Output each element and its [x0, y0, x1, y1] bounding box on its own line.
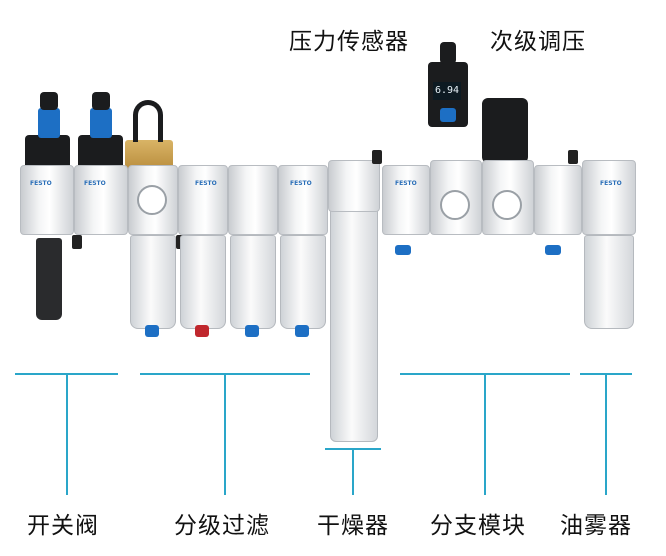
- gauge-icon: [137, 185, 167, 215]
- filter-bowl: [280, 235, 326, 329]
- gauge-icon: [440, 190, 470, 220]
- module: [382, 165, 430, 235]
- branch-port: [395, 245, 411, 255]
- branch-port: [545, 245, 561, 255]
- filter-bowl: [180, 235, 226, 329]
- sensor-button: [440, 108, 456, 122]
- callout-line: [66, 373, 68, 495]
- brand-logo: FESTO: [290, 180, 312, 187]
- brand-logo: FESTO: [395, 180, 417, 187]
- callout-line: [605, 373, 607, 495]
- label-secondary-regulator: 次级调压: [490, 29, 586, 55]
- label-lubricator: 油雾器: [560, 513, 632, 539]
- label-staged-filtration: 分级过滤: [174, 513, 270, 539]
- dryer-head: [328, 160, 380, 212]
- label-shutoff-valve: 开关阀: [27, 513, 99, 539]
- mounting-bracket: [568, 150, 578, 164]
- lubricator-bowl: [584, 235, 634, 329]
- dryer-tube: [330, 200, 378, 442]
- connector: [40, 92, 58, 110]
- module: [74, 165, 128, 235]
- module: [278, 165, 328, 235]
- module: [228, 165, 278, 235]
- brand-logo: FESTO: [30, 180, 52, 187]
- label-pressure-sensor: 压力传感器: [289, 29, 409, 55]
- drain-valve: [245, 325, 259, 337]
- valve-actuator: [25, 135, 70, 170]
- drain-valve: [295, 325, 309, 337]
- drain-valve: [195, 325, 209, 337]
- brand-logo: FESTO: [195, 180, 217, 187]
- module: [582, 160, 636, 235]
- callout-line: [352, 448, 354, 495]
- valve-coil: [90, 108, 112, 138]
- regulator-knob: [482, 98, 528, 163]
- silencer: [36, 238, 62, 320]
- module: [128, 165, 178, 235]
- mounting-bracket: [372, 150, 382, 164]
- mounting-bracket: [72, 235, 82, 249]
- connector: [92, 92, 110, 110]
- callout-line: [484, 373, 486, 495]
- drain-valve: [145, 325, 159, 337]
- brand-logo: FESTO: [600, 180, 622, 187]
- sensor-display: 6.94: [433, 82, 461, 100]
- sensor-connector: [440, 42, 456, 64]
- padlock-shackle: [133, 100, 163, 142]
- brand-logo: FESTO: [84, 180, 106, 187]
- module: [178, 165, 228, 235]
- module: [20, 165, 74, 235]
- valve-coil: [38, 108, 60, 138]
- label-branch-module: 分支模块: [430, 513, 526, 539]
- callout-line: [224, 373, 226, 495]
- label-dryer: 干燥器: [317, 513, 389, 539]
- filter-bowl: [130, 235, 176, 329]
- filter-bowl: [230, 235, 276, 329]
- valve-actuator: [78, 135, 123, 170]
- module: [534, 165, 582, 235]
- gauge-icon: [492, 190, 522, 220]
